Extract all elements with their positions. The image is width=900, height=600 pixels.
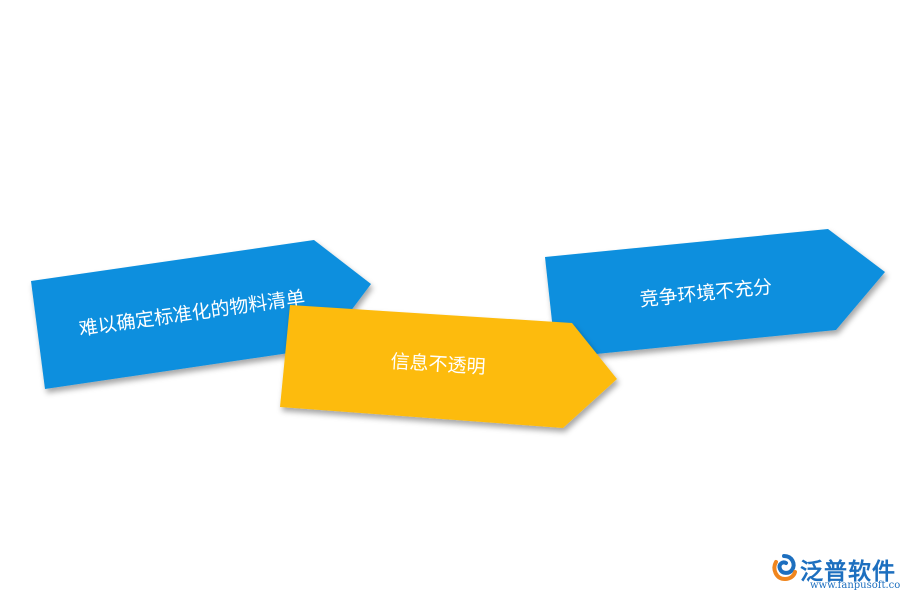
arrow-shape-2: 信息不透明 — [280, 305, 617, 428]
arrow-shape-3: 竞争环境不充分 — [545, 229, 885, 358]
arrow-body-3 — [545, 229, 885, 358]
fanpusoft-logo: 泛普软件 www.fanpusoft.com — [770, 550, 900, 595]
logo-name: 泛普软件 — [800, 559, 896, 585]
arrow-body-2 — [280, 305, 617, 428]
logo-url: www.fanpusoft.com — [810, 580, 900, 591]
fanpu-logo-icon — [772, 554, 797, 582]
